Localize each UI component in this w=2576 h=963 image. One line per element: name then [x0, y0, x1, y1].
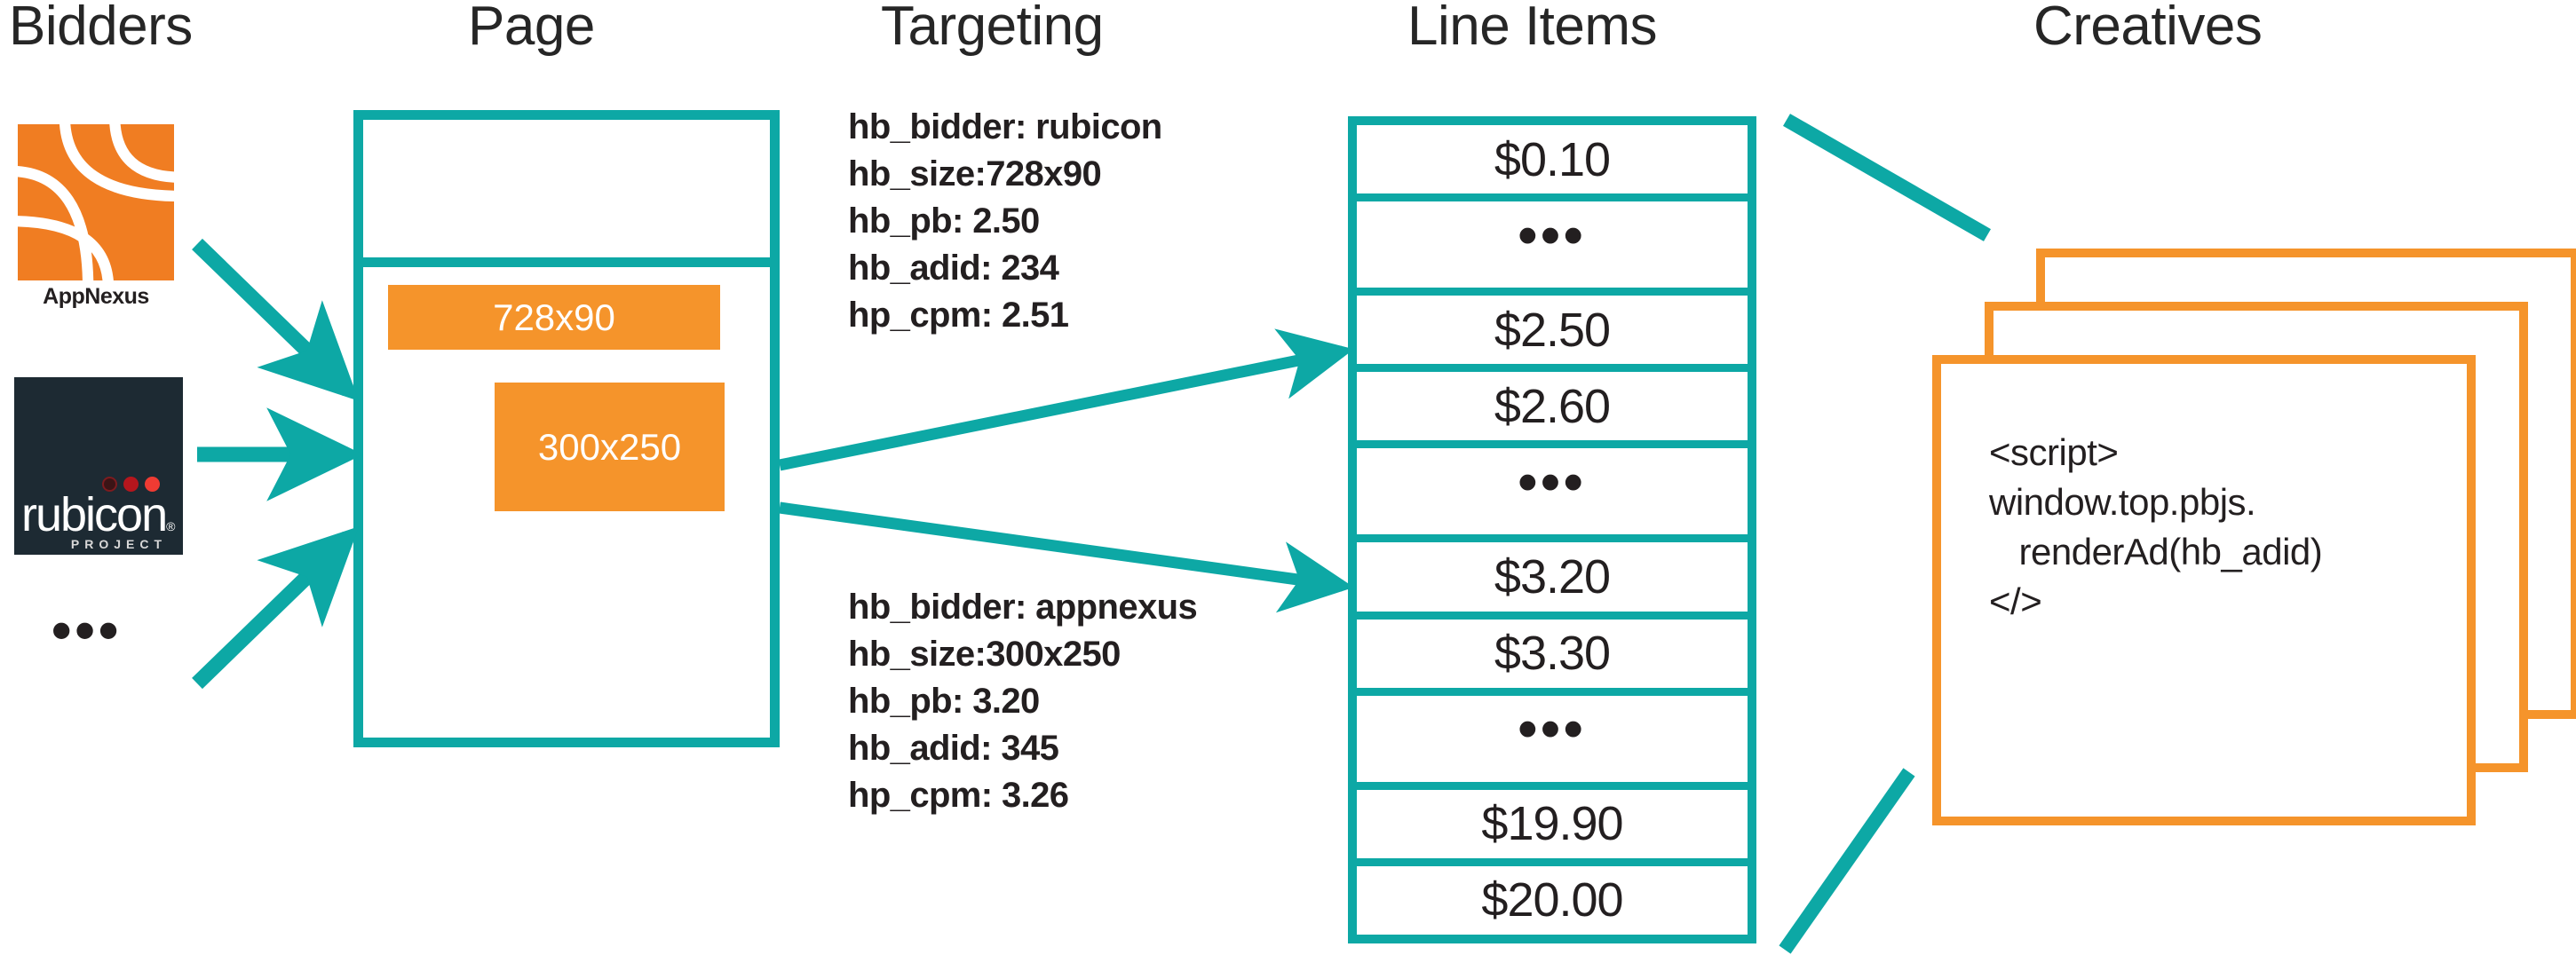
- line-item-ellipsis[interactable]: •••: [1357, 695, 1748, 790]
- targeting-line: hb_pb: 2.50: [848, 201, 1040, 241]
- rubicon-project-logo-icon: rubicon® PROJECT: [14, 377, 183, 555]
- arrow-page-to-lineitem-320: [779, 501, 1354, 613]
- line-item-row[interactable]: $20.00: [1357, 865, 1748, 935]
- column-header-targeting: Targeting: [881, 0, 1104, 57]
- targeting-line: hb_pb: 3.20: [848, 682, 1040, 721]
- appnexus-wordmark: AppNexus: [43, 284, 149, 309]
- targeting-line: hb_adid: 234: [848, 249, 1059, 288]
- rubicon-dots-icon: [102, 477, 160, 492]
- line-items-list: $0.10•••$2.50$2.60•••$3.20$3.30•••$19.90…: [1348, 116, 1756, 943]
- rubicon-registered-mark: ®: [166, 519, 175, 533]
- arrow-other-bidders-to-page: [192, 526, 360, 690]
- page-header-divider: [353, 257, 780, 267]
- targeting-line: hp_cpm: 3.26: [848, 776, 1069, 815]
- targeting-keyvalues-rubicon: hb_bidder: rubicon hb_size:728x90 hb_pb:…: [848, 104, 1162, 339]
- column-header-page: Page: [468, 0, 595, 57]
- targeting-line: hb_size:728x90: [848, 154, 1102, 193]
- targeting-line: hb_adid: 345: [848, 729, 1059, 768]
- line-item-ellipsis[interactable]: •••: [1357, 201, 1748, 296]
- ad-slot-728x90: 728x90: [388, 285, 720, 350]
- line-item-row[interactable]: $2.50: [1357, 296, 1748, 373]
- bidders-more-ellipsis: •••: [52, 598, 123, 662]
- column-header-line-items: Line Items: [1407, 0, 1658, 57]
- line-item-row[interactable]: $0.10: [1357, 125, 1748, 202]
- targeting-keyvalues-appnexus: hb_bidder: appnexus hb_size:300x250 hb_p…: [848, 584, 1198, 819]
- line-item-row[interactable]: $2.60: [1357, 372, 1748, 449]
- line-item-row[interactable]: $3.20: [1357, 542, 1748, 620]
- targeting-line: hb_size:300x250: [848, 635, 1121, 674]
- arrow-appnexus-to-page: [192, 238, 360, 401]
- creative-card-front: [1932, 355, 2476, 825]
- line-item-ellipsis[interactable]: •••: [1357, 448, 1748, 543]
- rubicon-subtitle: PROJECT: [70, 537, 167, 551]
- ad-slot-300x250: 300x250: [495, 383, 725, 511]
- creative-code-snippet: <script> window.top.pbjs. renderAd(hb_ad…: [1989, 431, 2323, 622]
- rubicon-wordmark-text: rubicon: [21, 488, 168, 541]
- line-lineitems-to-creatives-top: [1783, 114, 1991, 241]
- line-lineitems-to-creatives-bottom: [1779, 768, 1915, 954]
- column-header-creatives: Creatives: [2033, 0, 2263, 57]
- appnexus-logo-icon: [18, 124, 174, 280]
- rubicon-wordmark: rubicon®: [21, 488, 176, 550]
- targeting-line: hp_cpm: 2.51: [848, 296, 1069, 335]
- targeting-line: hb_bidder: rubicon: [848, 107, 1162, 146]
- column-header-bidders: Bidders: [9, 0, 193, 57]
- arrow-page-to-lineitem-250: [778, 328, 1354, 471]
- line-item-row[interactable]: $19.90: [1357, 789, 1748, 866]
- line-item-row[interactable]: $3.30: [1357, 619, 1748, 696]
- targeting-line: hb_bidder: appnexus: [848, 588, 1198, 627]
